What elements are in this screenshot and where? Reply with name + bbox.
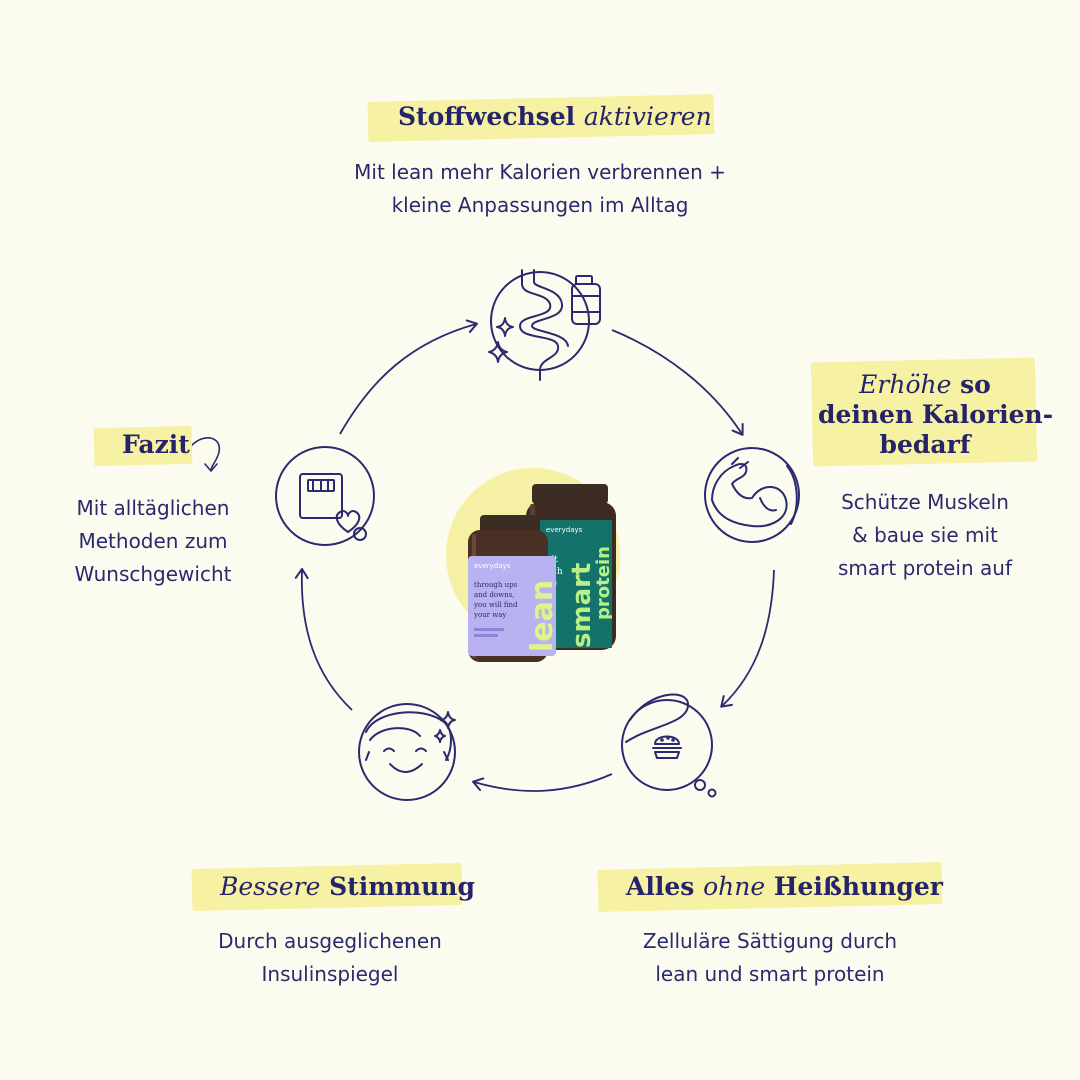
lean-brand: everydays [474,562,511,570]
left-line-2: Methoden zum [78,529,228,553]
right-line-2: & baue sie mit [852,523,998,547]
top-line-2: kleine Anpassungen im Alltag [391,193,689,217]
burger-icon [652,735,682,759]
bottom-left-line-1: Durch ausgeglichenen [218,929,442,953]
right-title-italic: Erhöhe [859,370,952,399]
lean-jar: everydays through ups and downs, you wil… [468,515,560,662]
top-title: Stoffwechsel aktivieren [398,102,712,132]
sparkle-icon [434,711,456,743]
arrow-left-to-top [339,319,478,435]
bottom-left-line-2: Insulinspiegel [261,962,399,986]
right-description: Schütze Muskeln & baue sie mit smart pro… [818,486,1032,585]
top-title-bold: Stoffwechsel [398,102,576,131]
goal-icon-group [275,446,375,546]
left-description: Mit alltäglichen Methoden zum Wunschgewi… [48,492,258,591]
right-title: Erhöhe so deinen Kalorien- bedarf [818,370,1054,460]
lean-tagline-3: you will find [473,601,518,609]
scale-icon [299,473,343,519]
craving-icon-group [621,693,717,798]
right-title-bold-2: deinen Kalorien- [818,400,1054,429]
arrow-bottomleft-to-left [294,568,353,711]
bottom-right-title-bold-1: Alles [626,872,695,901]
bottom-left-title: Bessere Stimmung [220,872,475,902]
bottom-right-line-2: lean und smart protein [655,962,885,986]
muscle-icon-group [704,447,800,543]
top-description: Mit lean mehr Kalorien verbrennen + klei… [290,156,790,222]
lean-tagline-1: through ups [474,581,518,589]
left-line-1: Mit alltäglichen [76,496,230,520]
bottom-right-title: Alles ohne Heißhunger [626,872,943,902]
heart-icon [335,510,361,533]
bottom-right-line-1: Zelluläre Sättigung durch [642,929,898,953]
left-title: Fazit [122,430,190,460]
right-title-bold-1: so [960,370,991,399]
metabolism-icon-group [488,269,601,381]
top-line-1: Mit lean mehr Kalorien verbrennen + [354,160,726,184]
product-group: everydays n't uch he smart protein every… [446,468,620,662]
cycle-arrows [294,319,775,792]
supplement-bottle-icon [571,275,601,325]
lean-tagline-4: your way [473,611,506,619]
sparkle-icon [488,317,514,363]
bottom-left-title-italic: Bessere [220,872,321,901]
lean-name: lean [525,580,560,652]
smiling-face-icon [365,711,452,773]
bottom-right-description: Zelluläre Sättigung durch lean und smart… [590,925,950,991]
right-line-1: Schütze Muskeln [841,490,1009,514]
arrow-bottomright-to-bottomleft [472,773,613,792]
left-title-bold: Fazit [122,430,190,459]
right-line-3: smart protein auf [837,556,1012,580]
arrow-right-to-bottomright [720,569,775,708]
top-title-italic: aktivieren [583,102,712,131]
right-title-bold-3: bedarf [879,430,971,459]
bottom-left-title-bold: Stimmung [329,872,475,901]
left-line-3: Wunschgewicht [74,562,232,586]
protein-name-smart: smart [567,563,597,648]
flexed-arm-icon [711,457,788,528]
bottom-right-title-bold-2: Heißhunger [773,872,943,901]
protein-brand: everydays [546,526,583,534]
arrow-top-to-right [611,329,744,436]
bottom-right-title-italic: ohne [703,872,766,901]
intestine-icon [519,269,569,381]
mood-icon-group [358,703,456,801]
curl-arrow-icon [191,437,221,472]
lean-tagline-2: and downs, [474,591,514,599]
protein-name-protein: protein [593,546,614,620]
bottom-left-description: Durch ausgeglichenen Insulinspiegel [180,925,480,991]
